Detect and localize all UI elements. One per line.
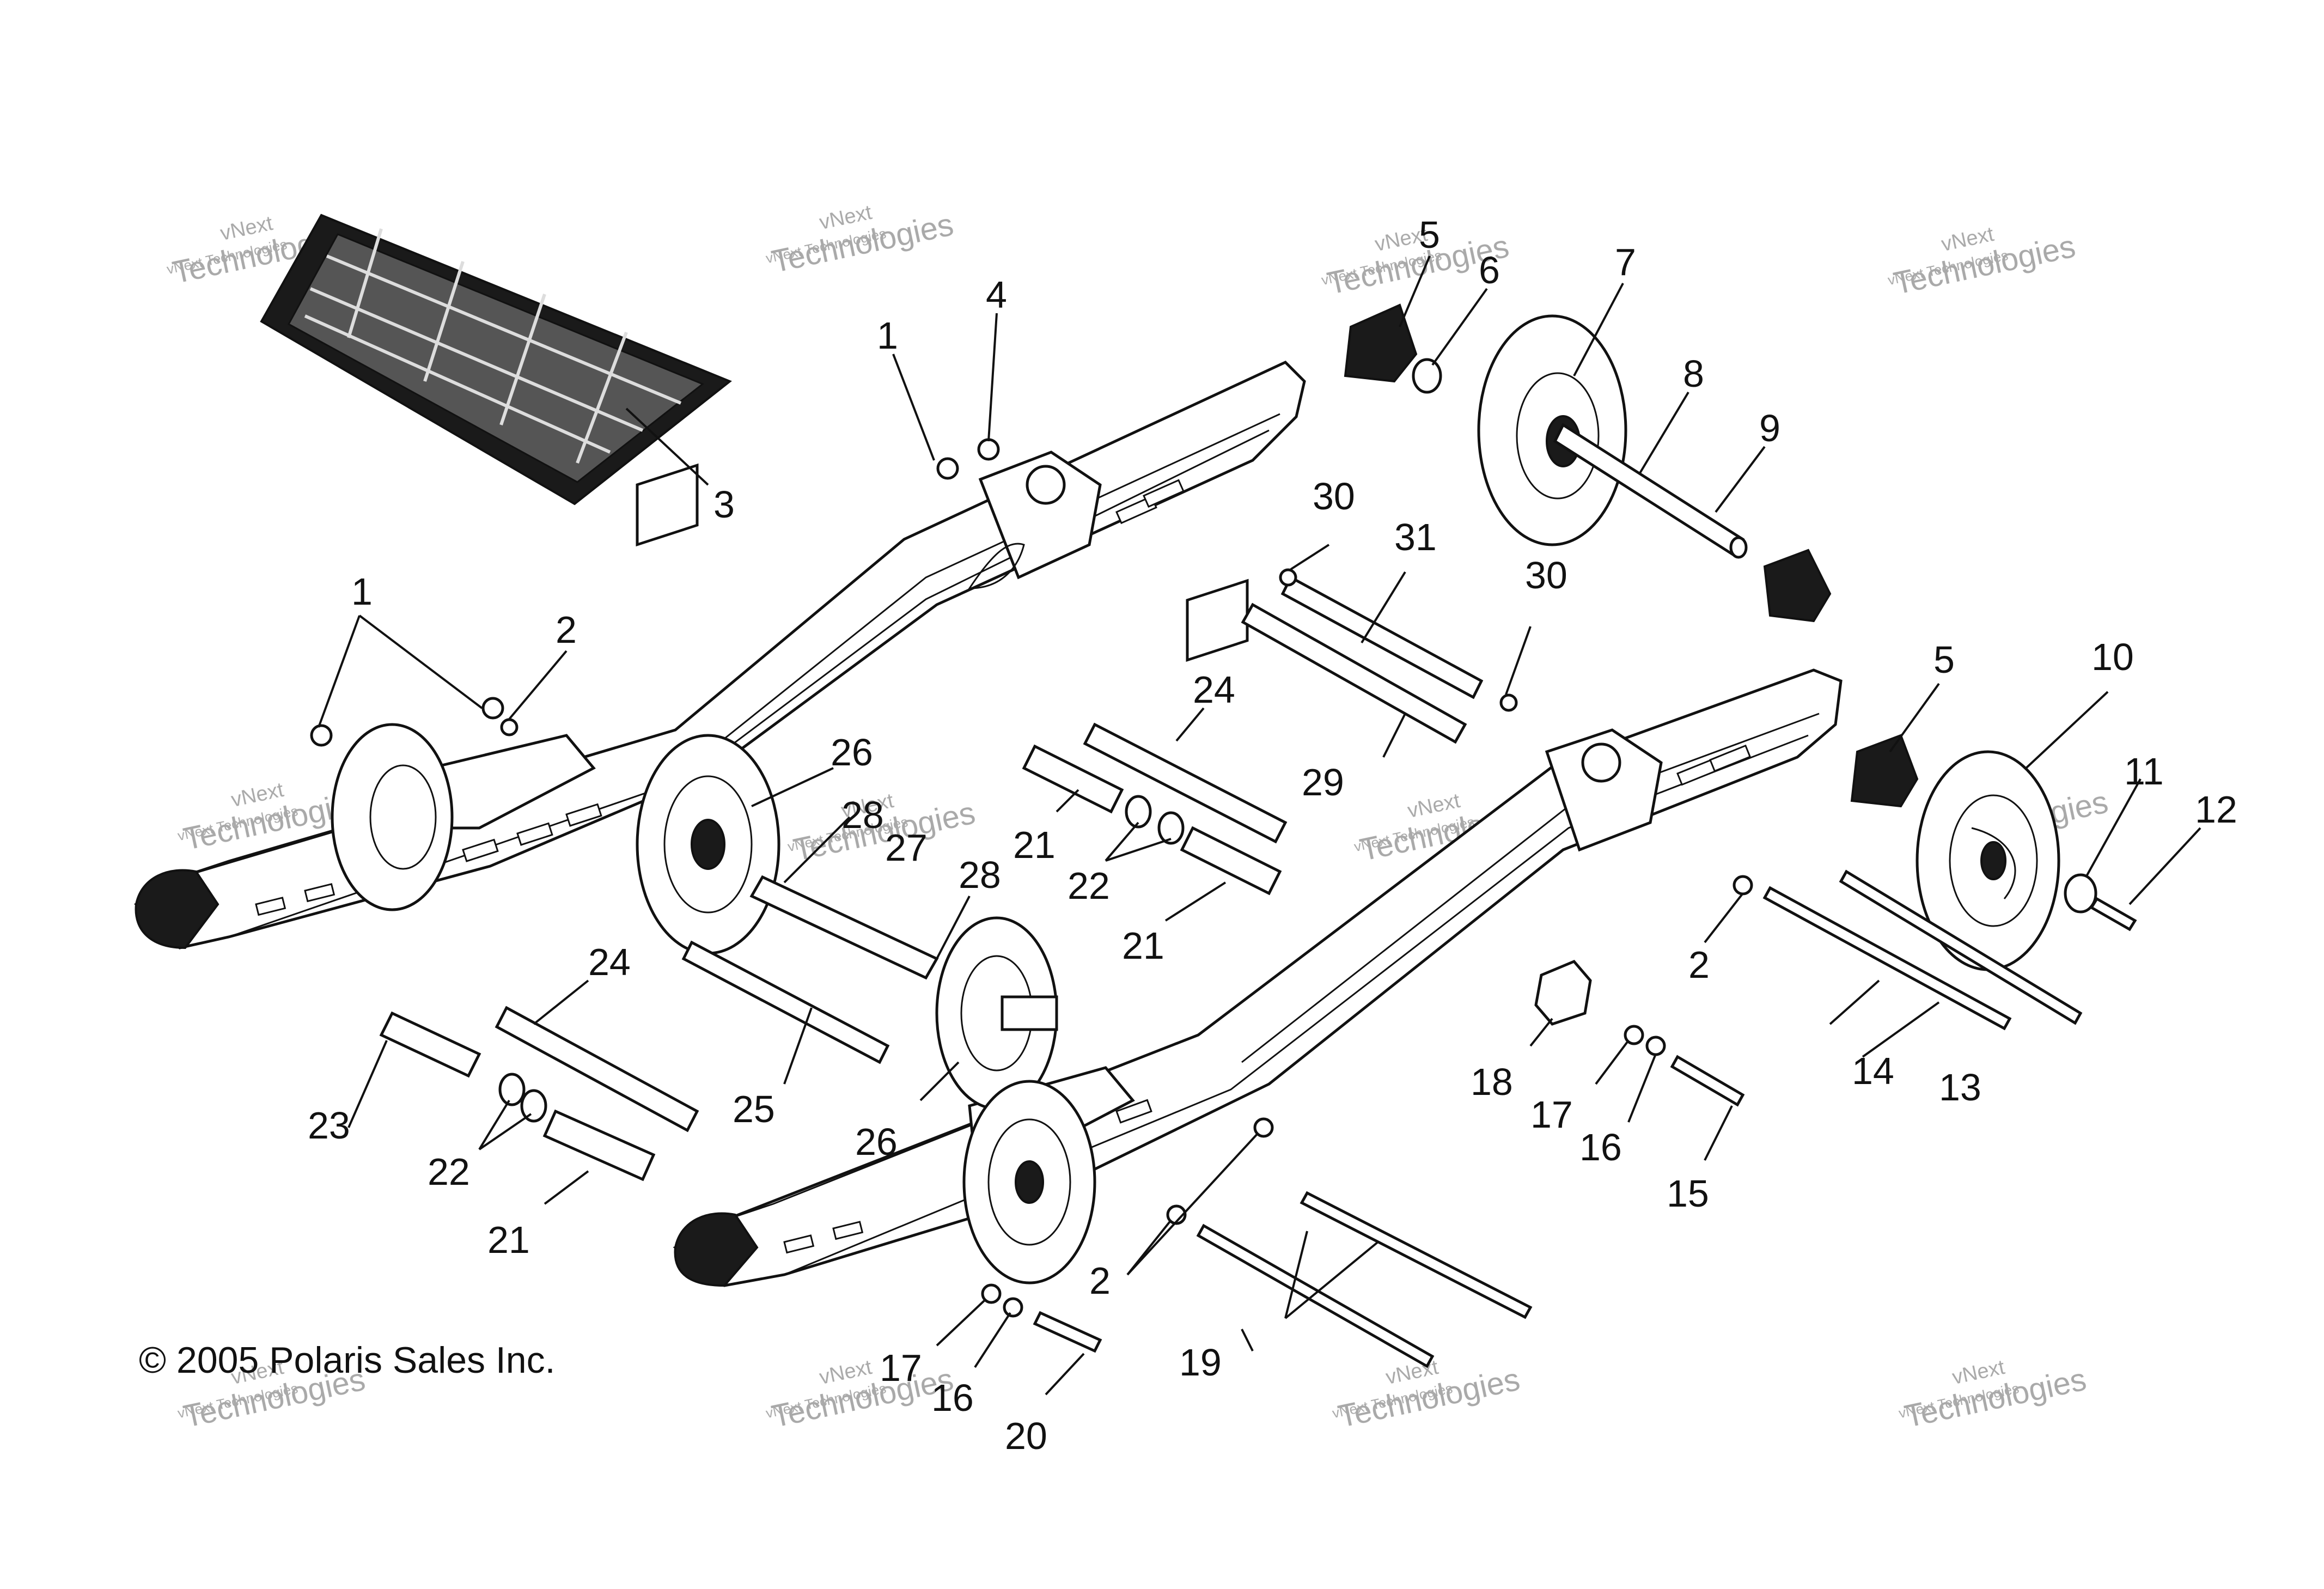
left-middle-wheel-part <box>636 734 780 955</box>
watermark: vNext Technologies vNext Technologies <box>1886 223 2078 302</box>
callout-25: 25 <box>733 1088 775 1130</box>
callout-17: 17 <box>1530 1093 1573 1136</box>
callout-3: 3 <box>713 483 735 526</box>
callout-30: 30 <box>1313 475 1355 518</box>
copyright-notice: © 2005 Polaris Sales Inc. <box>139 1340 556 1381</box>
upper-idler-wheel-part-7 <box>1477 314 1627 546</box>
left-rear-wheel-part <box>331 723 454 911</box>
callout-13: 13 <box>1939 1066 1981 1109</box>
callout-27: 27 <box>885 826 928 869</box>
callout-28: 28 <box>841 794 884 836</box>
callout-2: 2 <box>556 608 577 651</box>
callout-22: 22 <box>428 1150 470 1193</box>
callout-21: 21 <box>487 1219 530 1261</box>
callout-11: 11 <box>2124 750 2164 793</box>
callout-21: 21 <box>1013 824 1056 866</box>
callout-7: 7 <box>1615 241 1636 283</box>
left-rail-part <box>134 360 1306 949</box>
watermark: vNext Technologies vNext Technologies <box>764 201 956 280</box>
callout-30: 30 <box>1525 554 1567 596</box>
watermark: vNext Technologies vNext Technologies <box>1897 1356 2089 1435</box>
callout-24: 24 <box>1193 668 1235 711</box>
callout-1: 1 <box>877 314 898 357</box>
callout-4: 4 <box>986 273 1007 316</box>
hardware <box>310 303 2097 1318</box>
callout-21: 21 <box>1122 924 1164 967</box>
callout-2: 2 <box>1089 1259 1111 1302</box>
watermark: vNext Technologies vNext Technologies <box>764 1356 956 1435</box>
center-wheel-part <box>935 916 1058 1110</box>
callout-19: 19 <box>1179 1341 1222 1384</box>
callout-18: 18 <box>1471 1061 1513 1103</box>
callout-9: 9 <box>1759 407 1780 449</box>
slide-pad-part <box>260 214 732 506</box>
callout-24: 24 <box>588 941 631 983</box>
idler-wheel-part-10 <box>1916 750 2060 971</box>
callout-29: 29 <box>1302 761 1344 803</box>
callout-6: 6 <box>1479 249 1500 291</box>
callout-1: 1 <box>351 570 373 613</box>
callout-12: 12 <box>2195 788 2237 831</box>
callout-16: 16 <box>931 1377 974 1419</box>
callout-5: 5 <box>1933 638 1955 681</box>
callout-26: 26 <box>831 731 873 774</box>
callout-10: 10 <box>2091 636 2134 678</box>
callout-5: 5 <box>1419 214 1440 256</box>
callout-28: 28 <box>959 854 1001 896</box>
callout-labels: 1 4 5 6 7 8 9 3 1 2 30 31 30 5 10 11 12 … <box>308 214 2237 1457</box>
right-front-wheel-part <box>962 1080 1096 1284</box>
callout-31: 31 <box>1394 516 1437 558</box>
callout-15: 15 <box>1667 1172 1709 1215</box>
callout-2: 2 <box>1688 943 1710 986</box>
callout-17: 17 <box>880 1347 922 1389</box>
callout-16: 16 <box>1579 1126 1622 1168</box>
callout-14: 14 <box>1852 1050 1894 1092</box>
callout-8: 8 <box>1683 352 1704 395</box>
shafts <box>379 423 2137 1368</box>
callout-26: 26 <box>855 1121 898 1163</box>
leader-lines <box>318 255 2201 1396</box>
callout-20: 20 <box>1005 1415 1047 1457</box>
callout-22: 22 <box>1068 864 1110 907</box>
callout-23: 23 <box>308 1104 350 1147</box>
